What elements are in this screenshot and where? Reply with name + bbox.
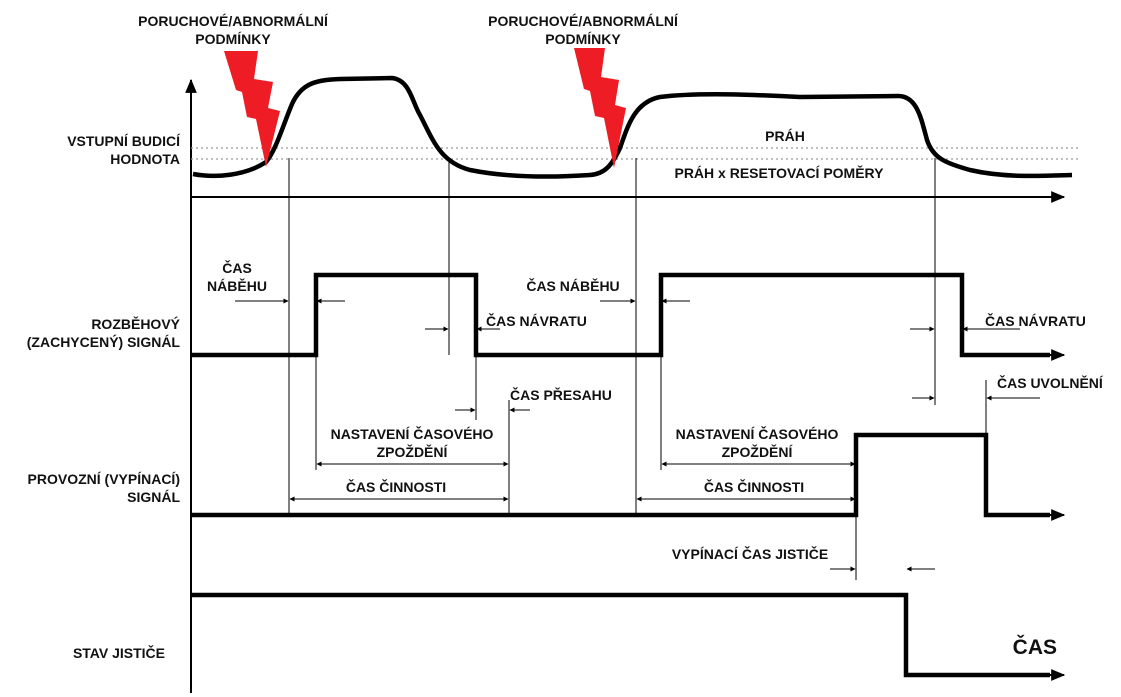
input-axis-label-2: HODNOTA xyxy=(110,151,180,167)
input-excitation-curve xyxy=(192,75,1073,179)
reset-time-label-b: ČAS NÁVRATU xyxy=(985,312,1086,329)
delay-setting-label-a: NASTAVENÍ ČASOVÉHO xyxy=(331,425,494,442)
operating-time-label-a: ČAS ČINNOSTI xyxy=(346,478,446,495)
fault-label-1: PORUCHOVÉ/ABNORMÁLNÍ xyxy=(138,13,329,29)
reset-time-label-a: ČAS NÁVRATU xyxy=(486,312,587,329)
pickup-time-label-a2: NÁBĚHU xyxy=(207,277,267,294)
input-axis-label: VSTUPNÍ BUDICÍ xyxy=(67,133,181,149)
breaker-trip-time-label: VYPÍNACÍ ČAS JISTIČE xyxy=(672,545,828,562)
reset-threshold-label: PRÁH x RESETOVACÍ POMĚRY xyxy=(674,164,884,181)
time-axis-label: ČAS xyxy=(1013,635,1057,659)
reference-lines xyxy=(288,158,987,580)
operating-time-label-b: ČAS ČINNOSTI xyxy=(704,478,804,495)
delay-setting-label-b: NASTAVENÍ ČASOVÉHO xyxy=(676,425,839,442)
fault-bolt-2-icon xyxy=(574,48,626,168)
operate-signal-trace xyxy=(191,432,1050,518)
delay-setting-label-b2: ZPOŽDĚNÍ xyxy=(722,443,794,460)
fault-label-2: PORUCHOVÉ/ABNORMÁLNÍ xyxy=(488,13,679,29)
fault-bolt-1-icon xyxy=(224,51,280,167)
operate-axis-label-2: SIGNÁL xyxy=(127,489,180,505)
breaker-state-trace xyxy=(191,592,1050,678)
fault-label-2b: PODMÍNKY xyxy=(545,31,621,47)
threshold-label: PRÁH xyxy=(765,128,805,144)
operate-axis-label: PROVOZNÍ (VYPÍNACÍ) xyxy=(28,471,180,487)
dimension-arrows xyxy=(235,298,1040,572)
overshoot-time-label: ČAS PŘESAHU xyxy=(510,386,612,403)
dropout-time-label: ČAS UVOLNĚNÍ xyxy=(997,374,1104,391)
pickup-time-label-a: ČAS xyxy=(222,259,252,276)
fault-bolt-icon xyxy=(224,48,626,168)
pickup-axis-label: ROZBĚHOVÝ xyxy=(91,315,180,332)
breaker-axis-label: STAV JISTIČE xyxy=(73,644,165,661)
delay-setting-label-a2: ZPOŽDĚNÍ xyxy=(377,443,449,460)
pickup-axis-label-2: (ZACHYCENÝ) SIGNÁL xyxy=(27,333,181,350)
fault-label-1b: PODMÍNKY xyxy=(195,31,271,47)
pickup-signal-trace xyxy=(191,272,1050,358)
pickup-time-label-b: ČAS NÁBĚHU xyxy=(526,277,619,294)
